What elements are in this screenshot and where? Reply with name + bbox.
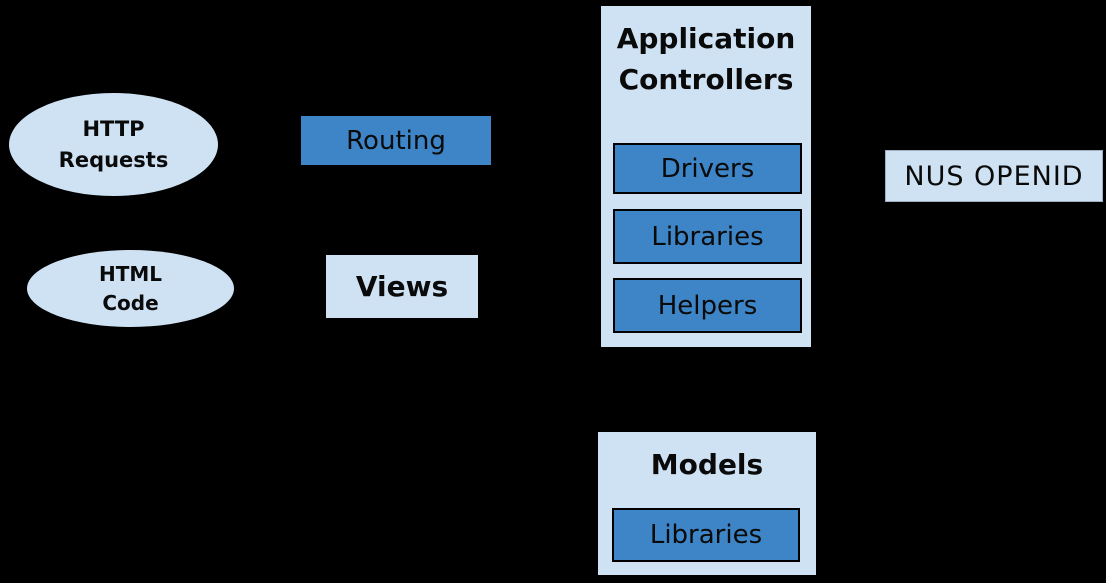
node-http-requests-line2: Requests: [58, 147, 169, 172]
node-routing: Routing: [299, 114, 493, 167]
node-drivers-label: Drivers: [660, 153, 755, 184]
node-views-label: Views: [355, 270, 449, 303]
models-title: Models: [650, 448, 764, 481]
application-controllers-title-line2: Controllers: [618, 63, 794, 96]
application-controllers-title-line1: Application: [616, 22, 796, 55]
node-html-code-line1: HTML: [98, 261, 163, 286]
node-nus-openid-label: NUS OPENID: [904, 160, 1084, 192]
node-application-controllers: Application Controllers Drivers Librarie…: [599, 4, 813, 349]
node-html-code-line2: Code: [102, 290, 159, 315]
application-controllers-title: Application Controllers: [617, 18, 796, 100]
node-models-libraries-label: Libraries: [649, 520, 763, 550]
node-models-libraries: Libraries: [612, 508, 800, 562]
node-views: Views: [324, 253, 480, 320]
node-helpers-label: Helpers: [657, 290, 758, 321]
node-helpers: Helpers: [613, 278, 802, 333]
node-drivers: Drivers: [613, 143, 802, 194]
node-models: Models Libraries: [596, 430, 818, 577]
node-routing-label: Routing: [346, 125, 446, 156]
node-http-requests-line1: HTTP: [82, 116, 145, 141]
node-libraries: Libraries: [613, 209, 802, 264]
node-libraries-label: Libraries: [651, 221, 764, 252]
node-nus-openid: NUS OPENID: [885, 150, 1103, 202]
node-http-requests: HTTP Requests: [9, 93, 218, 196]
node-html-code: HTML Code: [27, 250, 234, 327]
